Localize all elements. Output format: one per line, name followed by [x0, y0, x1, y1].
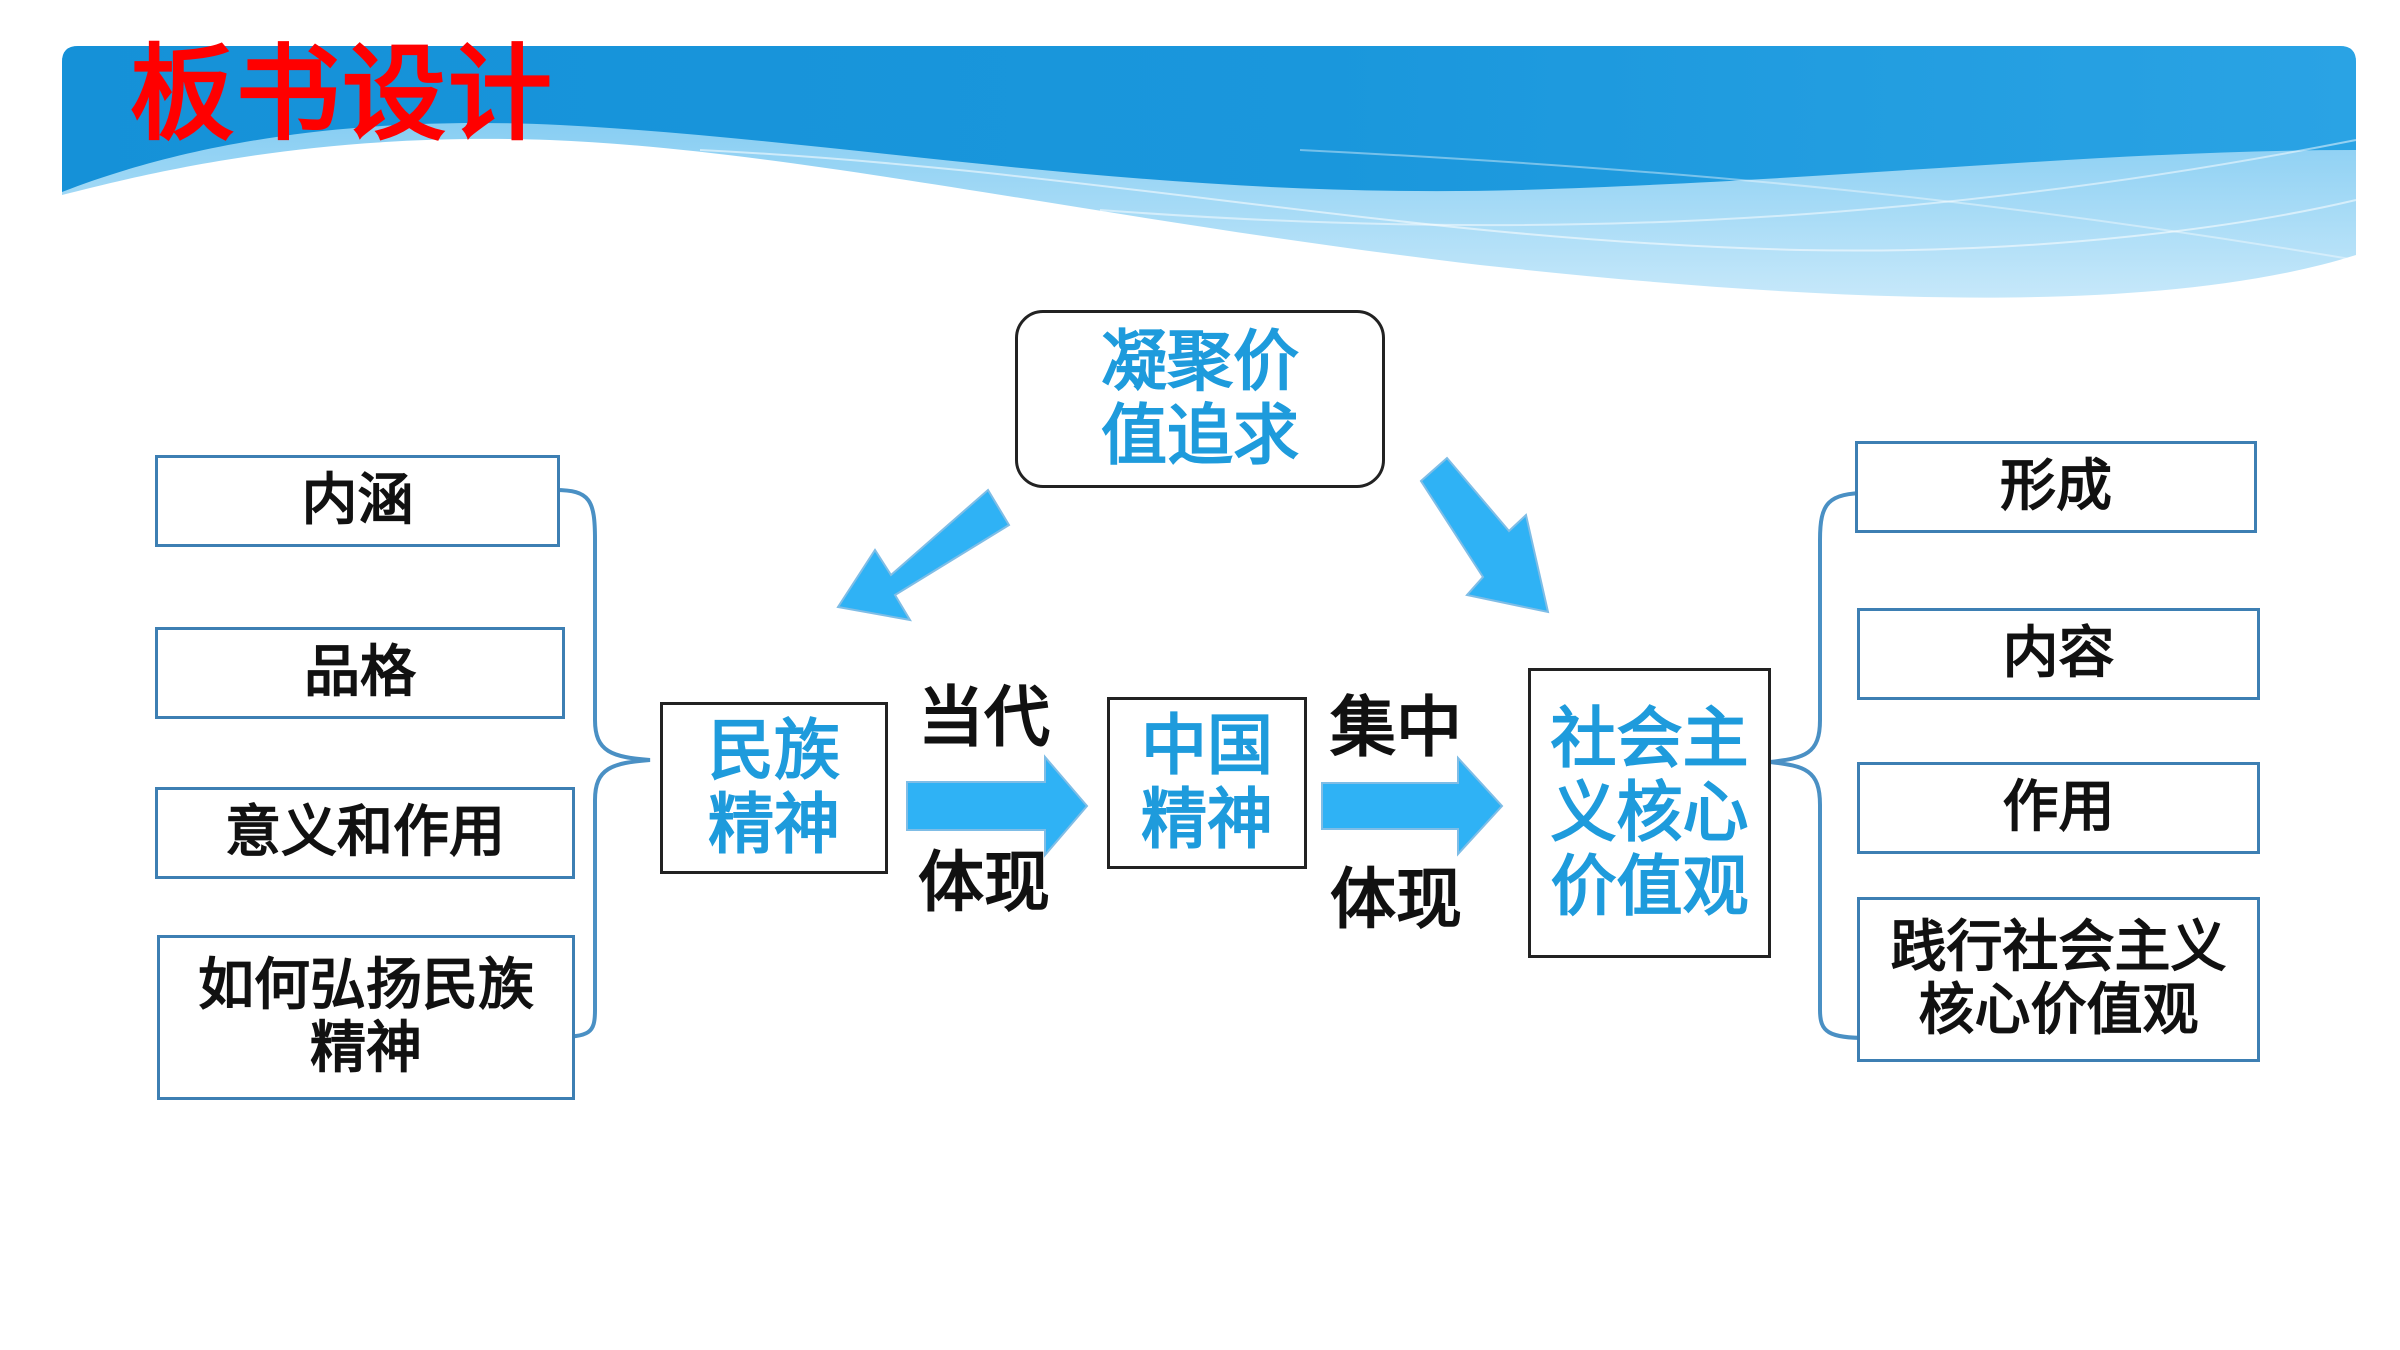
node-chinese-spirit-label: 中国 精神 [1141, 707, 1273, 858]
right-item-label: 作用 [2002, 774, 2115, 840]
right-item-content: 内容 [1857, 608, 2260, 700]
right-item-formation: 形成 [1855, 441, 2257, 533]
right-item-function: 作用 [1857, 762, 2260, 854]
page-title: 板书设计 [130, 33, 555, 155]
header-banner [62, 46, 2357, 298]
left-brace [554, 488, 651, 1039]
arrow-chinese-to-core-values [1321, 755, 1504, 857]
left-item-label: 意义和作用 [225, 799, 505, 865]
left-item-label: 品格 [304, 639, 416, 705]
node-national-spirit: 民族 精神 [660, 702, 888, 874]
right-brace [1769, 491, 1869, 1040]
node-value-pursuit-label: 凝聚价 值追求 [1101, 323, 1299, 474]
node-chinese-spirit: 中国 精神 [1107, 697, 1307, 869]
label-contemporary: 当代 [918, 679, 1050, 756]
right-item-label: 内容 [2002, 620, 2115, 686]
left-item-significance: 意义和作用 [155, 787, 575, 879]
node-value-pursuit: 凝聚价 值追求 [1015, 310, 1385, 488]
left-item-how-to-promote: 如何弘扬民族 精神 [157, 935, 575, 1100]
node-core-values: 社会主 义核心 价值观 [1528, 668, 1771, 958]
arrow-down-right [1419, 456, 1550, 614]
right-item-practice: 践行社会主义 核心价值观 [1857, 897, 2260, 1062]
arrow-national-to-chinese [906, 754, 1089, 858]
left-item-connotation: 内涵 [155, 455, 560, 547]
node-core-values-label: 社会主 义核心 价值观 [1550, 700, 1749, 925]
left-item-label: 内涵 [301, 467, 414, 533]
right-item-label: 形成 [2000, 453, 2112, 519]
left-item-character: 品格 [155, 627, 565, 719]
label-embody-1: 体现 [918, 844, 1050, 921]
arrow-down-left [836, 488, 1011, 622]
node-national-spirit-label: 民族 精神 [708, 712, 840, 863]
label-concentrated: 集中 [1330, 689, 1462, 766]
right-item-label: 践行社会主义 核心价值观 [1890, 914, 2227, 1043]
label-embody-2: 体现 [1330, 861, 1462, 938]
left-item-label: 如何弘扬民族 精神 [198, 952, 534, 1081]
